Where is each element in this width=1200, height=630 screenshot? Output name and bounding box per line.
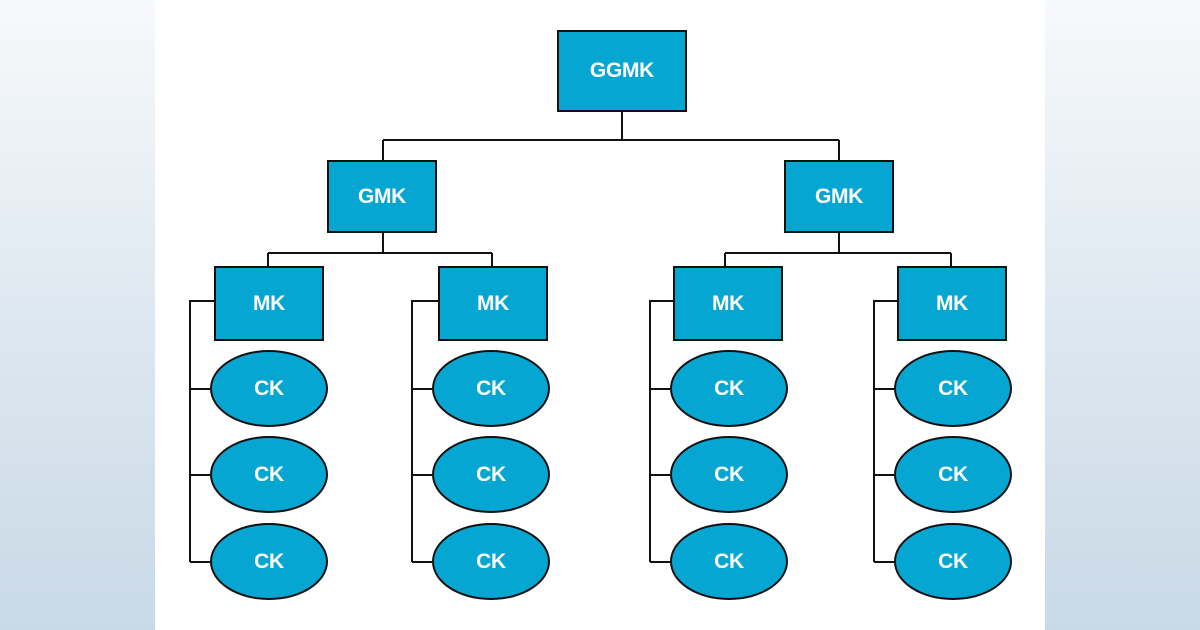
ck-node: CK [210,523,328,600]
ck-label: CK [254,376,284,400]
ck-node: CK [894,436,1012,513]
mk-label: MK [711,291,745,315]
ck-label: CK [714,376,744,400]
ck-node: CK [894,523,1012,600]
mk-label: MK [252,291,286,315]
ck-label: CK [476,549,506,573]
mk-node-1: MK [214,266,324,341]
ck-node: CK [432,436,550,513]
ck-label: CK [938,376,968,400]
mk-node-3: MK [673,266,783,341]
mk-node-4: MK [897,266,1007,341]
ck-label: CK [714,462,744,486]
connector-root-to-gmk [382,112,840,160]
connector-lines [189,112,952,563]
connector-group [189,112,952,563]
ck-label: CK [938,462,968,486]
org-chart-canvas: GGMK GMK GMK MK MK MK MK CK CK CK CK CK … [155,0,1045,630]
connector-mk-2-to-ck [411,300,438,563]
ck-node: CK [670,523,788,600]
ck-label: CK [714,549,744,573]
right-background-panel [1045,0,1200,630]
ck-label: CK [938,549,968,573]
connector-gmk-right-to-mk [724,233,952,266]
ck-label: CK [476,462,506,486]
ck-label: CK [254,462,284,486]
gmk-node-right: GMK [784,160,894,233]
ck-node: CK [894,350,1012,427]
connector-mk-3-to-ck [649,300,673,563]
ck-node: CK [432,350,550,427]
gmk-label: GMK [814,184,864,208]
connector-mk-4-to-ck [873,300,897,563]
ck-node: CK [670,350,788,427]
mk-label: MK [476,291,510,315]
ggmk-node: GGMK [557,30,687,112]
gmk-label: GMK [357,184,407,208]
mk-label: MK [935,291,969,315]
connector-mk-1-to-ck [189,300,214,563]
ck-node: CK [670,436,788,513]
ck-node: CK [210,350,328,427]
ck-node: CK [432,523,550,600]
ck-label: CK [476,376,506,400]
ggmk-label: GGMK [589,59,655,82]
mk-node-2: MK [438,266,548,341]
connector-gmk-left-to-mk [267,233,493,266]
ck-node: CK [210,436,328,513]
ck-label: CK [254,549,284,573]
gmk-node-left: GMK [327,160,437,233]
left-background-panel [0,0,155,630]
